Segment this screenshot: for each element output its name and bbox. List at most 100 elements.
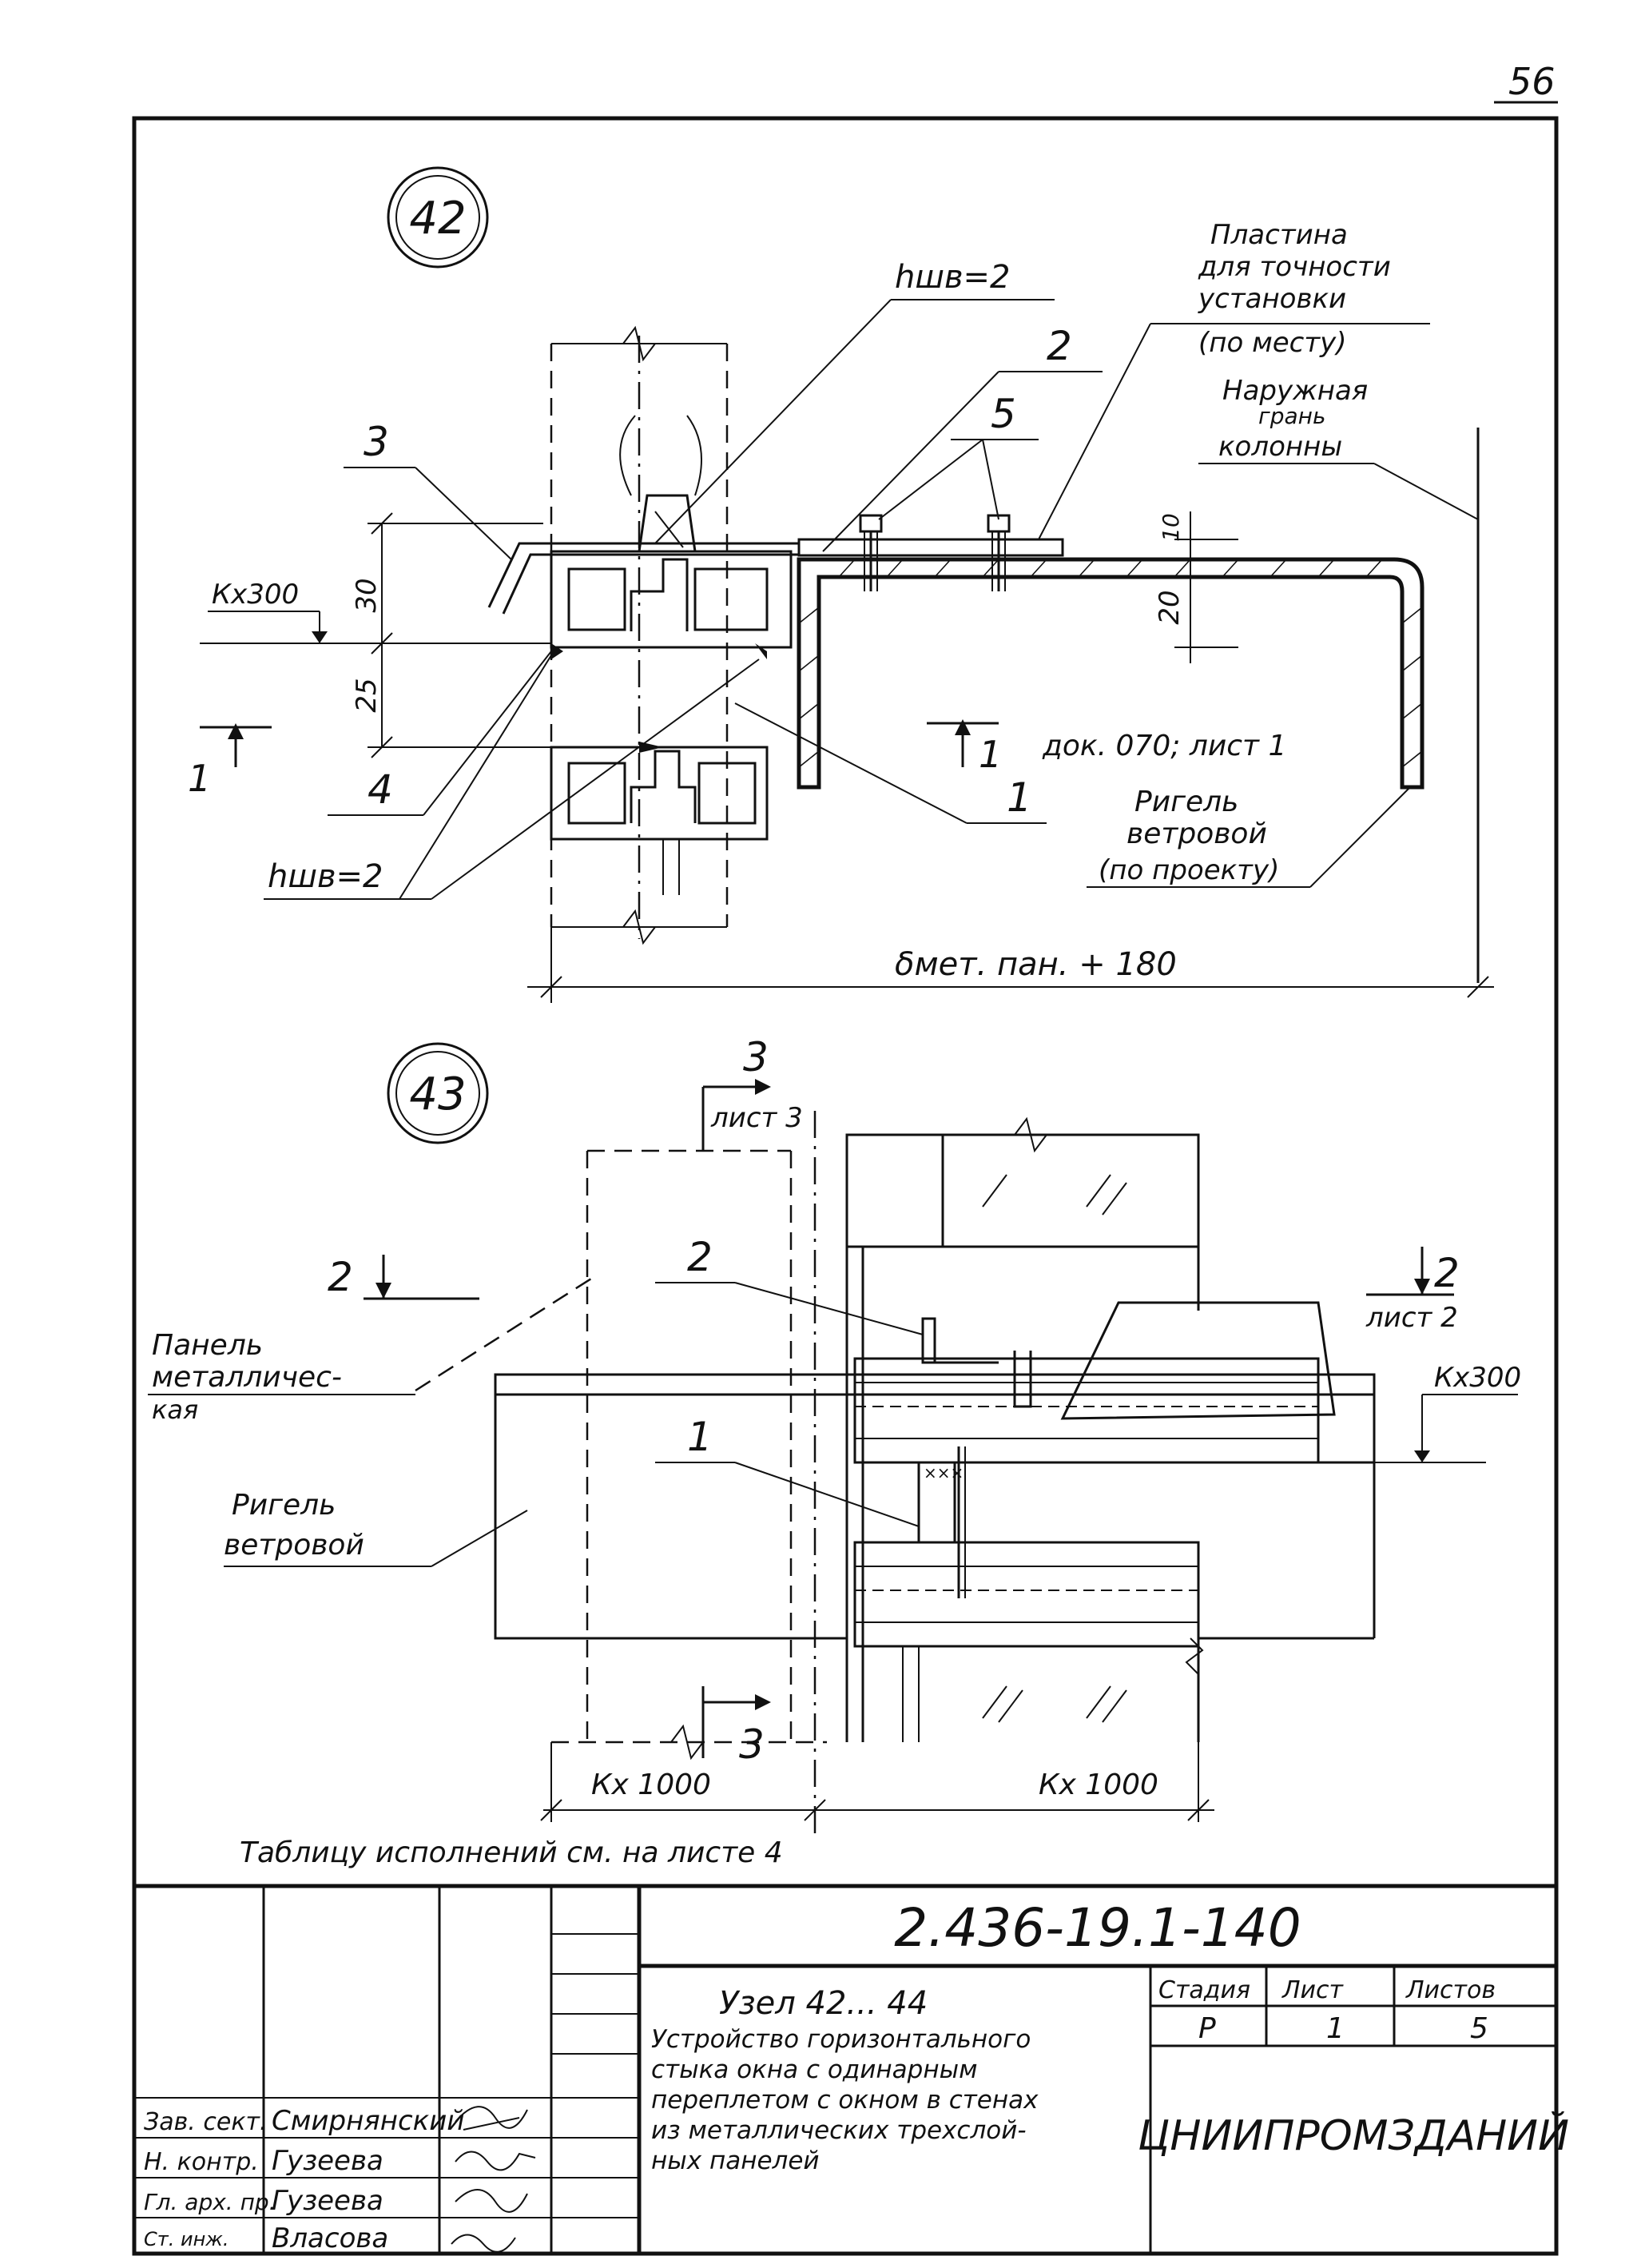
- node-title: Узел 42... 44: [719, 1985, 928, 2022]
- profile-lower-tee: [630, 750, 697, 823]
- dim-left-kx1000: Кх 1000: [591, 1769, 711, 1801]
- break-mark-column: [670, 1724, 704, 1761]
- dim-right-kx1000: Кх 1000: [1039, 1769, 1158, 1801]
- profile-upper-cell-right: [693, 567, 769, 631]
- weld-marks-bracket: ×××: [924, 1463, 964, 1482]
- col-sheets-header: Листов: [1405, 1976, 1496, 2004]
- section-3-bottom-number: 3: [739, 1721, 765, 1768]
- val-stage: Р: [1198, 2012, 1216, 2045]
- profile-lower-cell-right: [697, 762, 757, 825]
- label-4-leader: [423, 651, 552, 816]
- col-sheet-header: Лист: [1281, 1976, 1345, 2004]
- level-arrow: [312, 631, 328, 643]
- clip-hook: [1013, 1351, 1032, 1408]
- label-1-node43-leader: [734, 1462, 920, 1527]
- section-1-right-label: 1: [979, 733, 1002, 776]
- node-42-number: 42: [409, 193, 466, 245]
- window-top-frame: [845, 1133, 1200, 1248]
- wind-girder-channel: [797, 557, 1424, 790]
- face-label-line3: колонны: [1218, 431, 1342, 463]
- profile-upper-cell-left: [567, 567, 626, 631]
- weld-label-top: hшв=2: [895, 259, 1011, 296]
- glazing-bead-top: [638, 494, 697, 553]
- label-3-leader: [415, 467, 512, 560]
- transom-lower: [853, 1541, 1200, 1648]
- profile-upper-tee: [630, 558, 689, 631]
- label-part-5: 5: [991, 391, 1016, 437]
- wind-girder-left: [494, 1395, 847, 1640]
- doc-reference: док. 070; лист 1: [1042, 730, 1286, 762]
- weld-left: [551, 643, 563, 659]
- dim-10: 10: [1158, 513, 1184, 542]
- label-part-2-center: 2: [687, 1234, 713, 1280]
- glass-hatch-bottom: [982, 1685, 1127, 1723]
- node-43-outer-circle: [387, 1042, 489, 1144]
- dim-tick-1: [371, 512, 393, 535]
- window-profile-lower: [550, 746, 769, 841]
- role-1: Зав. сект.: [144, 2108, 267, 2136]
- dim-tick-2: [371, 632, 393, 655]
- desc-line-2: стыка окна с одинарным: [651, 2055, 977, 2084]
- dim-25: 25: [351, 678, 383, 712]
- label-5-leader-2: [982, 439, 999, 520]
- rigel43-label-line2: ветровой: [224, 1529, 364, 1562]
- node43-kx300-label: Кх300: [1434, 1362, 1521, 1394]
- desc-line-4: из металлических трехслой-: [651, 2116, 1027, 2145]
- section-2-right-label: 2: [1434, 1250, 1460, 1296]
- glass-hatch-top: [982, 1174, 1127, 1216]
- panel-label-line3: кая: [152, 1395, 198, 1425]
- section-2-left-label: 2: [328, 1254, 353, 1300]
- profile-lower-cell-left: [567, 762, 626, 825]
- rigel-label-leader: [1309, 786, 1411, 888]
- label-5-leader-1: [878, 439, 983, 520]
- weld-label-bottom-leader-2: [431, 659, 760, 900]
- node-42-detail: 42: [188, 166, 1494, 1003]
- weld-center: [639, 742, 663, 753]
- rigel-label-line3: (по проекту): [1099, 854, 1279, 886]
- dim-30: 30: [351, 578, 383, 612]
- label-part-4: 4: [368, 766, 393, 813]
- document-code: 2.436-19.1-140: [894, 1897, 1301, 1959]
- rigel43-label-line1: Ригель: [232, 1489, 336, 1522]
- face-label-line1: Наружная: [1222, 375, 1368, 407]
- signature-4: [451, 2234, 516, 2253]
- weld-label-bottom: hшв=2: [268, 858, 383, 895]
- section-1-right-arrowhead: [955, 719, 971, 735]
- dim-bottom-tick-right: [1467, 976, 1489, 998]
- face-label-leader: [1373, 463, 1479, 520]
- window-profile-upper: [550, 550, 793, 649]
- rigel-label-line2: ветровой: [1126, 818, 1267, 850]
- dim-20: 20: [1154, 590, 1186, 624]
- dim-bottom-tick-left: [540, 976, 562, 998]
- page-number: 56: [1508, 60, 1556, 103]
- flashing-part-3-inner: [502, 553, 799, 615]
- plate-label-line4: (по месту): [1198, 327, 1347, 359]
- section-3-top-sheet: лист 3: [710, 1102, 803, 1134]
- section-2-right-arrowhead: [1414, 1279, 1430, 1295]
- label-part-3: 3: [364, 419, 389, 465]
- plate-label-line3: установки: [1198, 283, 1346, 315]
- weld-label-top-leader: [654, 299, 892, 544]
- section-3-top-number: 3: [743, 1034, 769, 1080]
- plate-label-leader: [1038, 323, 1151, 540]
- name-1: Смирнянский: [272, 2105, 464, 2137]
- dim-bottom-43-tick-mid: [804, 1799, 826, 1821]
- column-bulge-left: [619, 415, 636, 496]
- desc-line-1: Устройство горизонтального: [651, 2025, 1031, 2054]
- face-label-line2: грань: [1258, 403, 1325, 429]
- signature-3: [455, 2189, 528, 2213]
- table-note: Таблицу исполнений см. на листе 4: [240, 1836, 783, 1869]
- weld-right: [755, 643, 767, 659]
- node-42-outer-circle: [387, 166, 489, 269]
- title-block: Зав. сект. Смирнянский Н. контр. Гузеева…: [134, 1884, 1569, 2254]
- desc-line-3: переплетом с окном в стенах: [651, 2086, 1039, 2115]
- role-3: Гл. арх. пр.: [144, 2189, 276, 2215]
- desc-line-5: ных панелей: [651, 2147, 820, 2175]
- section-2-right-sheet: лист 2: [1365, 1302, 1458, 1334]
- panel-label-line1: Панель: [152, 1329, 263, 1362]
- label-part-1: 1: [1007, 774, 1032, 821]
- node-43-number: 43: [409, 1068, 466, 1120]
- flashing-part-3: [487, 542, 799, 608]
- rigel43-label-leader: [431, 1510, 528, 1567]
